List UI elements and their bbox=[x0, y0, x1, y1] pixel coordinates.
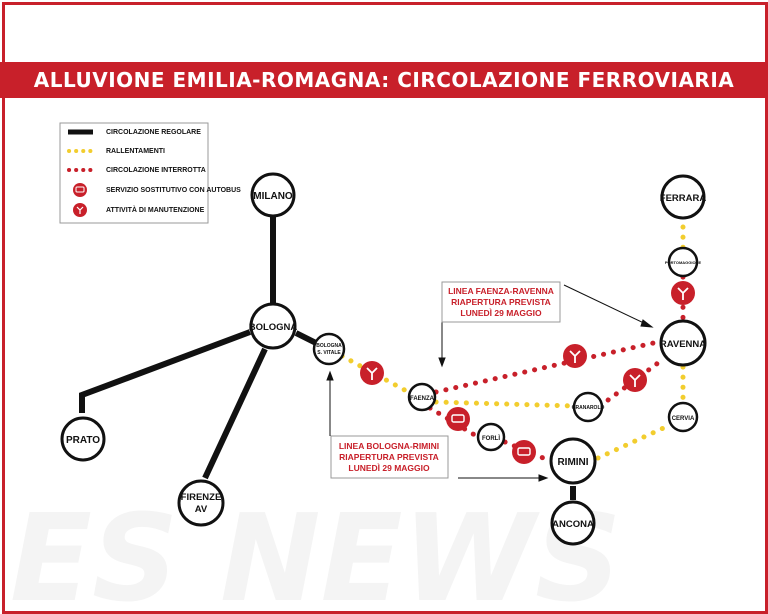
wrench-icon bbox=[73, 203, 87, 217]
arrowhead bbox=[326, 370, 334, 381]
station-label: GRANAROLO bbox=[572, 405, 605, 411]
legend-label-regular: CIRCOLAZIONE REGOLARE bbox=[106, 129, 201, 136]
station-label: AV bbox=[195, 504, 208, 515]
station-label: FIRENZE bbox=[181, 492, 222, 503]
line-faenza-ravenna bbox=[433, 339, 661, 395]
station-granarolo: GRANAROLO bbox=[572, 391, 605, 423]
station-faenza: FAENZA bbox=[407, 382, 437, 412]
station-label: PRATO bbox=[66, 435, 100, 446]
station-label: FORLÌ bbox=[482, 434, 500, 442]
legend-label-interrupted: CIRCOLAZIONE INTERROTTA bbox=[106, 167, 206, 174]
note-box bbox=[441, 281, 561, 323]
slowdown-lines bbox=[339, 224, 686, 461]
station-rimini: RIMINI bbox=[549, 437, 597, 485]
legend: CIRCOLAZIONE REGOLARE RALLENTAMENTI CIRC… bbox=[59, 122, 241, 224]
station-label: BOLOGNA bbox=[249, 322, 298, 333]
arrow-note-ravenna bbox=[563, 284, 649, 326]
station-label: S. VITALE bbox=[317, 350, 341, 356]
station-label: MILANO bbox=[253, 191, 293, 202]
note-line: LUNEDÌ 29 MAGGIO bbox=[348, 463, 430, 473]
station-label: BOLOGNA bbox=[316, 343, 342, 349]
station-label: RIMINI bbox=[557, 457, 588, 468]
station-bologna: BOLOGNA bbox=[249, 302, 298, 350]
legend-label-bus: SERVIZIO SOSTITUTIVO CON AUTOBUS bbox=[106, 187, 241, 194]
note-arrows bbox=[326, 284, 654, 482]
legend-label-maintenance: ATTIVITÀ DI MANUTENZIONE bbox=[106, 205, 205, 214]
station-milano: MILANO bbox=[250, 172, 296, 218]
regular-lines bbox=[79, 215, 576, 500]
station-label: ANCONA bbox=[552, 519, 594, 530]
line-faenza-granarolo bbox=[433, 399, 578, 409]
note-line: LUNEDÌ 29 MAGGIO bbox=[460, 308, 542, 318]
station-prato: PRATO bbox=[60, 416, 106, 462]
station-label: RAVENNA bbox=[660, 339, 706, 350]
page-title: ALLUVIONE EMILIA-ROMAGNA: CIRCOLAZIONE F… bbox=[33, 68, 735, 92]
station-label: FAENZA bbox=[410, 396, 435, 402]
station-ferrara: FERRARA bbox=[660, 174, 707, 220]
station-firenze: FIRENZE AV bbox=[177, 479, 225, 527]
arrowhead bbox=[538, 474, 549, 482]
station-label: PORTOMAGGIORE bbox=[665, 260, 702, 265]
station-ravenna: RAVENNA bbox=[659, 319, 707, 367]
bus-icon bbox=[446, 407, 470, 431]
station-portomaggiore: PORTOMAGGIORE bbox=[665, 246, 702, 278]
note-line: LINEA FAENZA-RAVENNA bbox=[448, 286, 554, 296]
note-bologna-rimini: LINEA BOLOGNA-RIMINI RIAPERTURA PREVISTA… bbox=[330, 435, 449, 479]
wrench-icon bbox=[671, 281, 695, 305]
note-line: RIAPERTURA PREVISTA bbox=[451, 297, 551, 307]
legend-label-slowdown: RALLENTAMENTI bbox=[106, 148, 165, 155]
note-box bbox=[330, 435, 449, 479]
arrowhead bbox=[640, 319, 654, 328]
station-ancona: ANCONA bbox=[550, 500, 596, 546]
title-bar: ALLUVIONE EMILIA-ROMAGNA: CIRCOLAZIONE F… bbox=[0, 62, 768, 98]
wrench-icon bbox=[623, 368, 647, 392]
station-label: CERVIA bbox=[672, 416, 695, 422]
line-bologna-sv bbox=[294, 330, 318, 346]
station-label: FERRARA bbox=[660, 193, 707, 204]
arrowhead bbox=[438, 357, 446, 368]
watermark: ES NEWS bbox=[10, 490, 621, 614]
wrench-icon bbox=[563, 344, 587, 368]
wrench-icon bbox=[360, 361, 384, 385]
line-rimini-cervia bbox=[595, 422, 673, 461]
line-bologna-prato bbox=[79, 329, 252, 413]
station-bologna-sv: BOLOGNA S. VITALE bbox=[312, 332, 346, 366]
bus-icon bbox=[512, 440, 536, 464]
bus-icon bbox=[73, 183, 87, 197]
note-line: LINEA BOLOGNA-RIMINI bbox=[339, 441, 439, 451]
station-forli: FORLÌ bbox=[476, 422, 506, 452]
station-cervia: CERVIA bbox=[667, 401, 699, 433]
line-forli-rimini bbox=[502, 439, 551, 463]
note-faenza-ravenna: LINEA FAENZA-RAVENNA RIAPERTURA PREVISTA… bbox=[441, 281, 561, 323]
line-bologna-firenze bbox=[202, 347, 268, 480]
note-line: RIAPERTURA PREVISTA bbox=[339, 452, 439, 462]
